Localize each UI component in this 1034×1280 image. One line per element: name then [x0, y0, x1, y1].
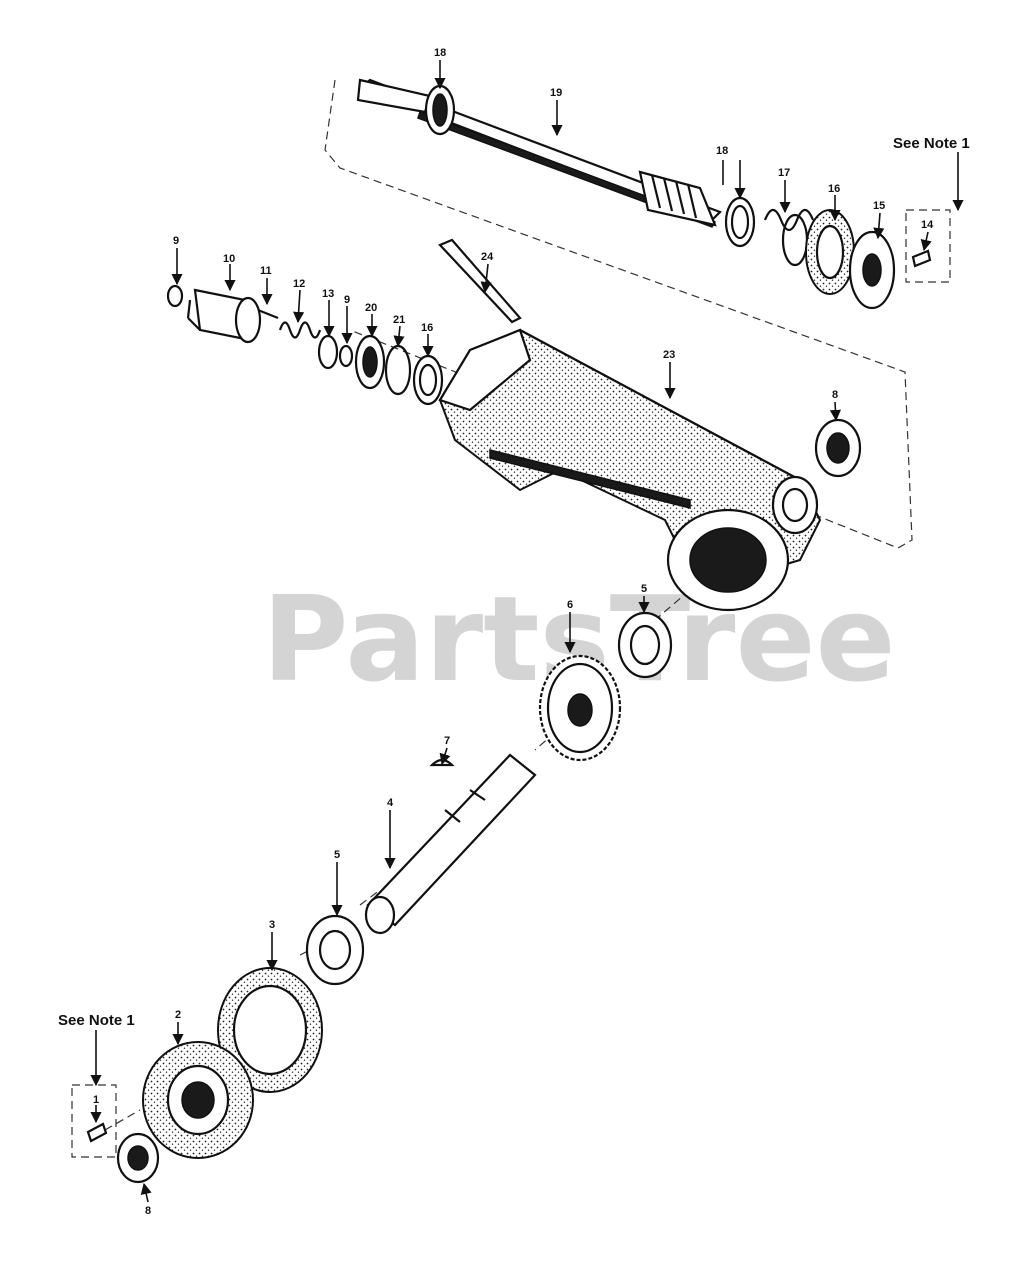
part-23-housing: [438, 328, 822, 612]
part-4-shaft: [364, 753, 537, 935]
callout-12: 12: [293, 278, 305, 290]
leader-line: [873, 212, 885, 240]
callout-21: 21: [393, 314, 405, 326]
part-20-bearing: [354, 334, 386, 390]
part-21-snap-ring: [384, 344, 412, 396]
leader-line: [829, 401, 842, 422]
leader-line: [480, 263, 492, 294]
part-2-cover: [142, 1041, 254, 1159]
callout-20: 20: [365, 302, 377, 314]
callout-23: 23: [663, 349, 675, 361]
part-8-seal-lower: [116, 1132, 160, 1184]
callout-24: 24: [481, 251, 494, 263]
callout-19: 19: [550, 87, 562, 99]
part-9-ring: [338, 344, 354, 368]
callout-11: 11: [260, 265, 272, 277]
note-bottom: See Note 1: [58, 1012, 135, 1029]
part-6-gear: [538, 654, 622, 762]
part-18-shaft-bearing: [424, 84, 456, 136]
part-24-rod: [438, 238, 522, 324]
callout-13: 13: [322, 288, 334, 300]
alignment-line: [359, 889, 381, 906]
part-16-bearing-cup: [412, 354, 444, 406]
callout-15: 15: [873, 200, 885, 212]
part-8-seal: [814, 418, 862, 478]
callout-4: 4: [387, 797, 394, 809]
note-top: See Note 1: [893, 135, 970, 152]
callout-16: 16: [828, 183, 840, 195]
part-10-coupling: [186, 288, 262, 344]
part-9-ring: [166, 284, 184, 308]
callout-17: 17: [778, 167, 790, 179]
callout-10: 10: [223, 253, 235, 265]
leader-line: [293, 289, 305, 324]
part-13-washer: [317, 334, 339, 370]
part-14-bolt: [905, 209, 951, 283]
assembly-outline: [324, 79, 913, 549]
part-11-pin: [257, 308, 279, 320]
leader-line: [140, 1182, 152, 1203]
callout-14: 14: [921, 219, 934, 231]
leader-line: [920, 231, 932, 252]
callout-7: 7: [444, 735, 450, 747]
part-1-bolt: [71, 1084, 117, 1158]
leader-line: [393, 325, 405, 348]
callout-5: 5: [641, 583, 647, 595]
part-3-gasket: [217, 967, 323, 1093]
part-5-bearing: [617, 611, 673, 679]
callout-8: 8: [832, 389, 838, 401]
callout-9: 9: [344, 294, 350, 306]
leader-line: [439, 747, 451, 766]
callout-3: 3: [269, 919, 275, 931]
callout-18: 18: [434, 47, 446, 59]
part-15-cap: [848, 230, 896, 310]
callout-9: 9: [173, 235, 179, 247]
alignment-line: [104, 1109, 141, 1131]
callout-5: 5: [334, 849, 340, 861]
callout-18: 18: [716, 145, 728, 157]
part-12-spring: [278, 321, 322, 339]
leader-line: [722, 160, 740, 198]
part-5-bearing-lower: [305, 914, 365, 986]
callout-2: 2: [175, 1009, 181, 1021]
part-16-gasket: [805, 209, 855, 295]
callout-1: 1: [93, 1094, 99, 1106]
callout-6: 6: [567, 599, 573, 611]
callout-16: 16: [421, 322, 433, 334]
part-19-worm: [638, 170, 717, 227]
part-18-bearing: [724, 196, 756, 248]
callout-8: 8: [145, 1205, 151, 1217]
